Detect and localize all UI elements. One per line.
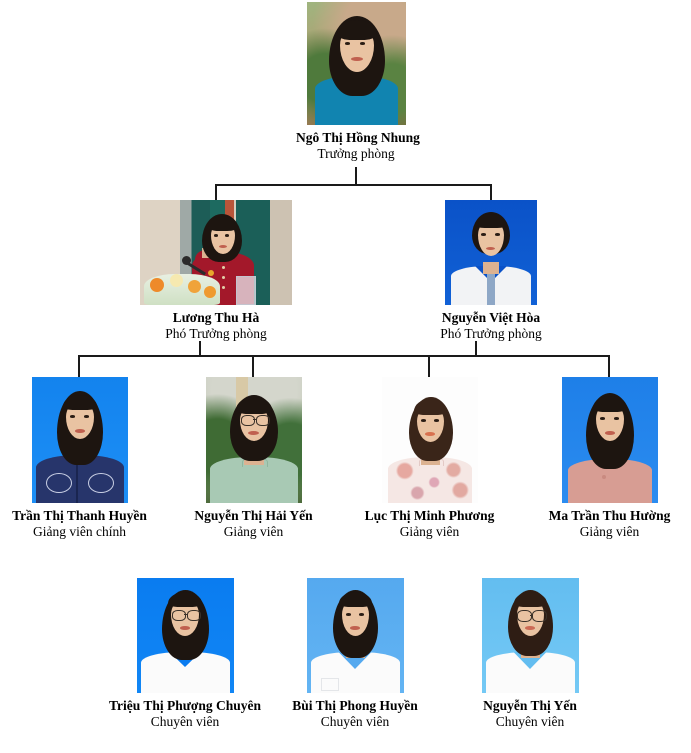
org-node-deputy-1[interactable]: Lương Thu Hà Phó Trưởng phòng bbox=[130, 200, 302, 342]
org-node-lecturer-1[interactable]: Trần Thị Thanh Huyền Giảng viên chính bbox=[7, 377, 152, 540]
photo-nguyen-thi-hai-yen bbox=[205, 377, 302, 503]
org-node-lecturer-2[interactable]: Nguyễn Thị Hải Yến Giảng viên bbox=[181, 377, 326, 540]
photo-ma-tran-thu-huong bbox=[561, 377, 658, 503]
connector-lecturer-3-drop bbox=[428, 355, 430, 377]
photo-luc-thi-minh-phuong bbox=[381, 377, 478, 503]
node-role: Trưởng phòng bbox=[317, 146, 395, 161]
node-role: Chuyên viên bbox=[495, 714, 565, 729]
connector-deputy-2-stem bbox=[475, 341, 477, 356]
node-role: Phó Trưởng phòng bbox=[440, 326, 542, 341]
connector-head-stem bbox=[355, 167, 357, 185]
connector-lecturer-4-drop bbox=[608, 355, 610, 377]
connector-lecturer-1-drop bbox=[78, 355, 80, 377]
photo-ngo-thi-hong-nhung bbox=[306, 2, 406, 125]
connector-deputy-2-drop bbox=[490, 184, 492, 200]
node-role: Giảng viên bbox=[223, 524, 284, 539]
photo-nguyen-thi-yen bbox=[481, 578, 579, 693]
connector-deputy-1-stem bbox=[199, 341, 201, 356]
photo-luong-thu-ha bbox=[140, 200, 292, 305]
org-node-specialist-3[interactable]: Nguyễn Thị Yến Chuyên viên bbox=[405, 578, 655, 730]
node-role: Phó Trưởng phòng bbox=[165, 326, 267, 341]
photo-tran-thi-thanh-huyen bbox=[31, 377, 128, 503]
org-node-deputy-2[interactable]: Nguyễn Việt Hòa Phó Trưởng phòng bbox=[405, 200, 577, 342]
node-name: Nguyễn Thị Yến bbox=[483, 698, 577, 713]
node-role: Chuyên viên bbox=[320, 714, 390, 729]
connector-lecturer-2-drop bbox=[252, 355, 254, 377]
org-node-specialist-2[interactable]: Bùi Thị Phong Huyền Chuyên viên bbox=[230, 578, 480, 730]
node-name: Bùi Thị Phong Huyền bbox=[292, 698, 418, 713]
node-role: Giảng viên chính bbox=[33, 524, 126, 539]
org-node-head[interactable]: Ngô Thị Hồng Nhung Trưởng phòng bbox=[296, 2, 420, 162]
node-name: Trần Thị Thanh Huyền bbox=[12, 508, 147, 523]
connector-deputy-1-drop bbox=[215, 184, 217, 200]
org-node-lecturer-3[interactable]: Lục Thị Minh Phương Giảng viên bbox=[357, 377, 502, 540]
node-name: Ma Trần Thu Hường bbox=[548, 508, 671, 523]
connector-deputy-bar bbox=[215, 184, 492, 186]
photo-nguyen-viet-hoa bbox=[445, 200, 537, 305]
photo-bui-thi-phong-huyen bbox=[306, 578, 404, 693]
org-node-lecturer-4[interactable]: Ma Trần Thu Hường Giảng viên bbox=[537, 377, 682, 540]
node-name: Lục Thị Minh Phương bbox=[364, 508, 495, 523]
node-name: Triệu Thị Phượng Chuyên bbox=[109, 698, 261, 713]
node-role: Giảng viên bbox=[579, 524, 640, 539]
node-role: Chuyên viên bbox=[150, 714, 220, 729]
node-name: Lương Thu Hà bbox=[172, 310, 260, 325]
node-name: Ngô Thị Hồng Nhung bbox=[296, 130, 420, 145]
connector-lecturer-bar bbox=[78, 355, 610, 357]
photo-trieu-thi-phuong-chuyen bbox=[136, 578, 234, 693]
node-name: Nguyễn Thị Hải Yến bbox=[194, 508, 313, 523]
org-node-specialist-1[interactable]: Triệu Thị Phượng Chuyên Chuyên viên bbox=[60, 578, 310, 730]
node-name: Nguyễn Việt Hòa bbox=[441, 310, 541, 325]
node-role: Giảng viên bbox=[399, 524, 460, 539]
